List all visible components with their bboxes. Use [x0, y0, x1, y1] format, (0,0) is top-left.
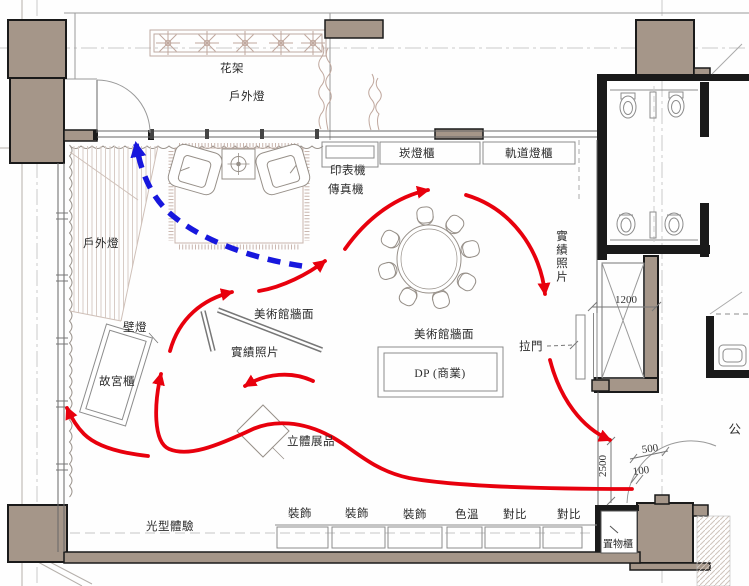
wall-lamp-leader: [148, 332, 159, 344]
dim-entry-gap: 100: [631, 463, 651, 479]
museum-wall-bars: [200, 307, 323, 353]
dining-chairs: [378, 206, 480, 309]
red-arrow-along-wall: [257, 259, 327, 293]
label-contrast-2: 對比: [557, 509, 581, 521]
entry-door-top-left: [96, 79, 151, 134]
red-arrow-entry-sweep: [152, 372, 634, 491]
red-arrow-to-exit: [548, 358, 612, 442]
palace-museum-cabinet-box: [78, 323, 154, 427]
label-fax: 傳真機: [328, 184, 364, 196]
urinal-fixtures: [619, 91, 685, 119]
label-track-light-cabinet: 軌道燈櫃: [505, 148, 553, 160]
label-color-temperature: 色溫: [455, 509, 479, 521]
dim-entry-depth: 2500: [597, 455, 609, 477]
label-outdoor-light-left: 戶外燈: [83, 238, 119, 250]
blue-flow-arrow: [130, 141, 303, 269]
top-right-door-swing: [711, 43, 743, 75]
dimension-marks: [587, 301, 670, 506]
armchair-left: [167, 143, 223, 196]
label-performance-photos-right: 實績照片: [555, 230, 567, 284]
label-outdoor-light-top: 戶外燈: [229, 91, 265, 103]
label-recessed-light-cabinet: 崁燈櫃: [399, 148, 435, 160]
side-table: [221, 148, 256, 180]
dim-entry-offset: 500: [640, 441, 660, 457]
label-palace-museum-cabinet: 故宮櫃: [99, 376, 135, 388]
dining-table: [378, 206, 480, 309]
storage-leader: [609, 525, 619, 534]
red-arrow-to-dining: [343, 185, 430, 251]
label-decor-1: 裝飾: [288, 508, 312, 520]
hatch-strip-right: [696, 515, 731, 586]
armchair-right: [255, 143, 311, 196]
top-cabinets: [321, 140, 580, 200]
label-wall-lamp: 壁燈: [123, 322, 147, 334]
label-decor-3: 裝飾: [403, 509, 427, 521]
toilet-fixtures: [616, 212, 684, 236]
black-walls: [93, 74, 749, 553]
label-printer: 印表機: [330, 165, 366, 177]
label-performance-photos-left: 實績照片: [231, 347, 279, 359]
red-arrow-dining-down: [464, 193, 551, 296]
dim-shaft-width: 1200: [615, 294, 637, 306]
label-light-experience: 光型體驗: [146, 521, 194, 533]
label-storage-cabinet: 置物櫃: [603, 539, 633, 551]
label-contrast-1: 對比: [503, 509, 527, 521]
hatch-wedge: [69, 145, 159, 322]
red-flow-arrows: [65, 185, 634, 491]
left-wall-ties: [56, 212, 68, 471]
shaft: [594, 255, 659, 393]
dp-display-table: [377, 346, 504, 398]
window-mullions: [150, 129, 319, 139]
label-public-area: 公: [728, 422, 742, 437]
rug: [168, 143, 310, 250]
sliding-door-assembly: [575, 313, 610, 392]
label-museum-wall-left: 美術館牆面: [254, 309, 314, 321]
label-museum-wall-center: 美術館牆面: [414, 329, 474, 341]
entrance-door-arc: [626, 440, 717, 504]
restroom: [610, 86, 698, 244]
red-arrow-branch-left: [65, 406, 150, 458]
red-arrow-exhibit-left: [243, 372, 315, 388]
sliding-door-leader: [546, 340, 579, 350]
flower-plants: [156, 31, 325, 55]
label-sliding-door: 拉門: [519, 341, 543, 353]
bottom-wall: [63, 551, 641, 564]
bottom-cabinets: [275, 524, 597, 549]
columns: [7, 19, 711, 571]
label-solid-exhibit: 立體展品: [287, 436, 335, 448]
label-flower-rack: 花架: [220, 63, 244, 75]
storage-closet-interior: [600, 510, 638, 554]
label-decor-2: 裝飾: [345, 508, 369, 520]
label-dp-display: DP (商業): [414, 368, 466, 380]
red-arrow-up-museum-wall: [168, 288, 234, 353]
right-toilet-room: [709, 291, 749, 367]
room-envelope: [57, 130, 599, 552]
vine-plants: [318, 43, 382, 131]
